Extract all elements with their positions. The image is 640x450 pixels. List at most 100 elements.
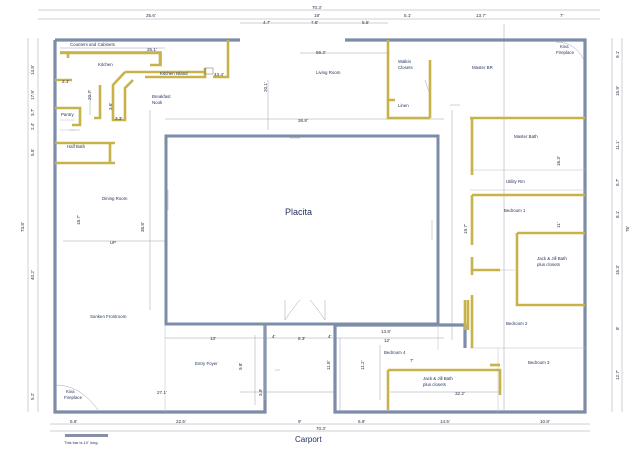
dim-3-3: 3.3' [115,116,122,121]
dim-total-top: 70.3' [312,5,322,10]
bedroom2-label: Bedroom 2 [506,321,528,326]
dim-14-5: 14.5' [440,419,450,424]
dim-mid-11: 11' [556,222,561,228]
room-labels: Placita Carport This bar is 10' long. Co… [61,42,575,445]
dim-18-7: 18.7' [76,215,81,225]
dim-3-6: 3.6' [108,103,113,110]
dim-25-1: 25.1' [147,47,157,52]
dim-left-40-2: 40.2' [30,270,35,280]
bedroom4-label: Bedroom 4 [384,350,406,355]
carport-label: Carport [295,435,322,444]
up-label: UP [110,240,116,245]
dim-2-1: 2.1' [62,79,69,84]
jack-jill-1-label: Jack & Jill Bath [537,256,567,261]
dim-9-8: 9.8' [238,363,243,370]
dim-top-mid: 18' [314,13,320,18]
dim-4-left: 4' [272,334,276,339]
pantry-label: Pantry [61,112,74,117]
walkin-closets-label: Walkin [398,59,412,64]
dim-right-8-1: 8.1' [615,211,620,218]
kiva-fireplace-bottom-label: Kiva [66,389,75,394]
dim-20-1: 20.1' [263,82,268,92]
dim-38-8: 38.8' [140,222,145,232]
dim-left-5-2: 5.2' [30,393,35,400]
interior-walls [55,119,585,412]
dim-8-3: 8.3' [298,336,305,341]
dim-left-17-9: 17.9' [30,90,35,100]
dim-12: 12' [384,338,390,343]
dim-7-8: 7.8' [311,20,318,25]
dim-11-8: 11.8' [326,360,331,370]
dim-right-8: 8' [615,326,620,330]
kiva-fireplace-top-label: Kiva [560,44,569,49]
dim-59-3: 59.3' [316,50,326,55]
dim-20-7: 20.7' [87,90,92,100]
dim-right-total: 76' [625,226,630,232]
placita-title: Placita [285,207,312,217]
dim-32-2: 32.2' [455,391,465,396]
dim-top-left: 25.6' [146,13,156,18]
dim-mid-16-3: 16.3' [556,156,561,166]
kitchen-island-label: Kitchen Island [160,71,188,76]
breakfast-nook-label-2: Nook [152,100,163,105]
dim-43-4: 43.4' [214,72,224,77]
dim-left-3-7: 3.7' [30,109,35,116]
dim-left-14-8: 14.8' [30,65,35,75]
half-bath-label: Half Bath [67,144,86,149]
breakfast-table [204,67,214,75]
dining-room-label: Dining Room [102,196,128,201]
breakfast-nook-label: Breakfast [152,94,171,99]
dim-13-8: 13.8' [381,329,391,334]
scale-note: This bar is 10' long. [64,440,99,445]
dim-10-8: 10.8' [540,419,550,424]
dim-11-2: 11.2' [360,360,365,370]
walkin-closets-label-2: Closets [398,65,413,70]
dim-4-7: 4.7' [263,20,270,25]
dim-left-2-4: 2.4' [30,123,35,130]
living-room-label: Living Room [316,70,341,75]
kitchen-label: Kitchen [98,62,113,67]
master-bath-label: Master Bath [514,134,538,139]
jack-jill-2-label: Jack & Jill Bath [423,376,453,381]
dim-right-15-9: 15.9' [615,86,620,96]
dim-7: 7' [410,358,414,363]
dim-top-13-7: 13.7' [476,13,486,18]
dim-19-7: 19.7' [463,224,468,234]
cabinet-walls [55,40,585,410]
master-br-label: Master BR [472,65,493,70]
dim-3-9: 3.9' [258,389,263,396]
counters-label: Counters and Cabinets [70,42,116,47]
dim-22-5: 22.5' [176,419,186,424]
placita-courtyard [164,134,440,326]
doors [55,41,585,411]
dim-6-9: 6.9' [358,419,365,424]
dim-4-right: 4' [328,334,332,339]
utility-rm-label: Utility Rm [506,179,525,184]
entry-foyer-label: Entry Foyer [195,361,218,366]
dim-top-5-1: 5.1' [404,13,411,18]
dim-13: 13' [210,336,216,341]
dim-5-5: 5.5' [362,20,369,25]
outer-walls [53,38,587,414]
bedroom3-label: Bedroom 3 [528,360,550,365]
jack-jill-2-label-2: plus closets [423,382,447,387]
kiva-fireplace-bottom-label-2: Fireplace [64,395,83,400]
dim-left-5-5: 5.5' [30,149,35,156]
dim-right-15-3: 15.3' [615,265,620,275]
dim-top-7: 7' [560,13,564,18]
dim-right-9-1: 9.1' [615,51,620,58]
dim-left-total: 73.8' [20,222,25,232]
dim-5-6: 5.6' [70,419,77,424]
sunken-frontroom-label: Sunken Frontroom [90,314,127,319]
linen-label: Linen [398,103,409,108]
scale-bar [65,434,108,437]
dim-right-12-7: 12.7' [615,370,620,380]
bedroom1-label: Bedroom 1 [504,208,526,213]
dim-36-8: 36.8' [298,118,308,123]
dimension-labels: 70.3' 25.6' 18' 5.1' 13.7' 7' 4.7' 7.8' … [20,5,630,431]
dim-right-5-7: 5.7' [615,179,620,186]
dim-bottom-total: 70.3' [316,426,326,431]
dimension-lines [27,9,623,432]
dim-27-1: 27.1' [157,390,167,395]
